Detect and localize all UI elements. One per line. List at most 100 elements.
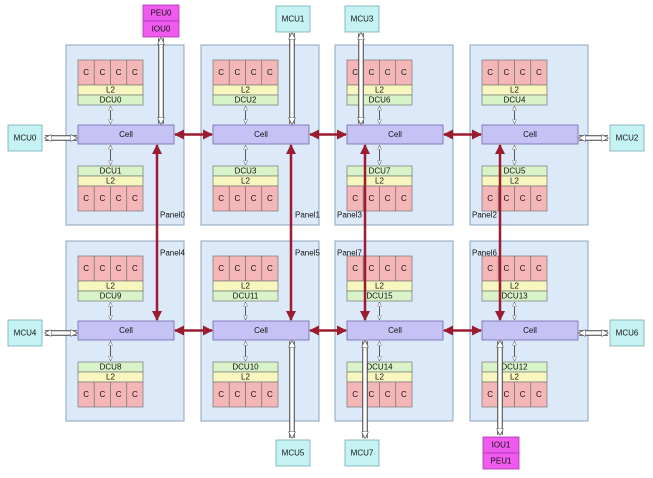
cell-label: Cell <box>254 326 268 335</box>
core-box <box>395 381 413 408</box>
dcu-box <box>212 94 279 106</box>
core-label: C <box>520 264 526 273</box>
core-label: C <box>401 68 407 77</box>
l2-label: L2 <box>241 282 250 291</box>
io-lower-box <box>142 20 180 38</box>
core-label: C <box>536 68 542 77</box>
core-label: C <box>385 264 391 273</box>
core-label: C <box>83 390 89 399</box>
core-box <box>126 185 144 212</box>
core-label: C <box>401 264 407 273</box>
core-label: C <box>116 264 122 273</box>
mcu-box <box>609 124 645 152</box>
l2-label: L2 <box>106 177 115 186</box>
core-label: C <box>83 68 89 77</box>
core-label: C <box>99 264 105 273</box>
mcu-box <box>275 439 311 467</box>
dcu-label: DCU3 <box>235 167 257 176</box>
core-label: C <box>368 264 374 273</box>
io-lower-label: PEU1 <box>491 457 512 466</box>
panel-label: Panel0 <box>160 211 185 220</box>
mcu-3: MCU3 <box>344 5 380 33</box>
dcu-box <box>346 94 413 106</box>
core-label: C <box>401 390 407 399</box>
l2-label: L2 <box>510 373 519 382</box>
core-label: C <box>251 194 257 203</box>
dcu-label: DCU11 <box>233 292 259 301</box>
mcu-5: MCU5 <box>275 439 311 467</box>
mcu-box <box>609 319 645 347</box>
mcu-box <box>344 439 380 467</box>
core-label: C <box>267 390 273 399</box>
core-label: C <box>520 68 526 77</box>
l2-label: L2 <box>510 86 519 95</box>
core-label: C <box>99 194 105 203</box>
cell-label: Cell <box>119 326 133 335</box>
dcu-label: DCU0 <box>100 96 122 105</box>
core-label: C <box>267 194 273 203</box>
core-label: C <box>385 390 391 399</box>
core-label: C <box>251 390 257 399</box>
core-label: C <box>218 390 224 399</box>
mcu-2: MCU2 <box>609 124 645 152</box>
io-upper-label: PEU0 <box>151 9 172 18</box>
core-label: C <box>218 264 224 273</box>
core-label: C <box>520 194 526 203</box>
core-label: C <box>401 194 407 203</box>
l2-label: L2 <box>510 177 519 186</box>
panel-label: Panel2 <box>472 211 497 220</box>
core-label: C <box>234 390 240 399</box>
l2-label: L2 <box>106 282 115 291</box>
core-label: C <box>251 264 257 273</box>
l2-label: L2 <box>241 373 250 382</box>
cell-label: Cell <box>523 326 537 335</box>
cell-label: Cell <box>254 130 268 139</box>
dcu-label: DCU7 <box>369 167 391 176</box>
core-label: C <box>487 68 493 77</box>
core-label: C <box>234 264 240 273</box>
panel-label: Panel5 <box>295 249 320 258</box>
mcu-label: MCU1 <box>282 15 305 24</box>
l2-label: L2 <box>375 373 384 382</box>
core-label: C <box>536 194 542 203</box>
mcu-box <box>7 124 43 152</box>
core-label: C <box>218 194 224 203</box>
panel-label: Panel7 <box>337 249 362 258</box>
core-box <box>126 381 144 408</box>
dcu-label: DCU12 <box>501 363 528 372</box>
io-lower-label: IOU0 <box>152 25 171 34</box>
core-label: C <box>99 68 105 77</box>
core-label: C <box>503 390 509 399</box>
mcu-4: MCU4 <box>7 319 43 347</box>
core-label: C <box>385 68 391 77</box>
l2-label: L2 <box>106 373 115 382</box>
core-box <box>530 185 548 212</box>
core-box <box>261 185 279 212</box>
l2-label: L2 <box>106 86 115 95</box>
cell-label: Cell <box>388 130 402 139</box>
core-label: C <box>487 264 493 273</box>
core-label: C <box>536 390 542 399</box>
mcu-0: MCU0 <box>7 124 43 152</box>
core-label: C <box>487 194 493 203</box>
panel-label: Panel3 <box>337 211 362 220</box>
l2-label: L2 <box>241 177 250 186</box>
mcu-7: MCU7 <box>344 439 380 467</box>
core-label: C <box>99 390 105 399</box>
core-label: C <box>267 264 273 273</box>
